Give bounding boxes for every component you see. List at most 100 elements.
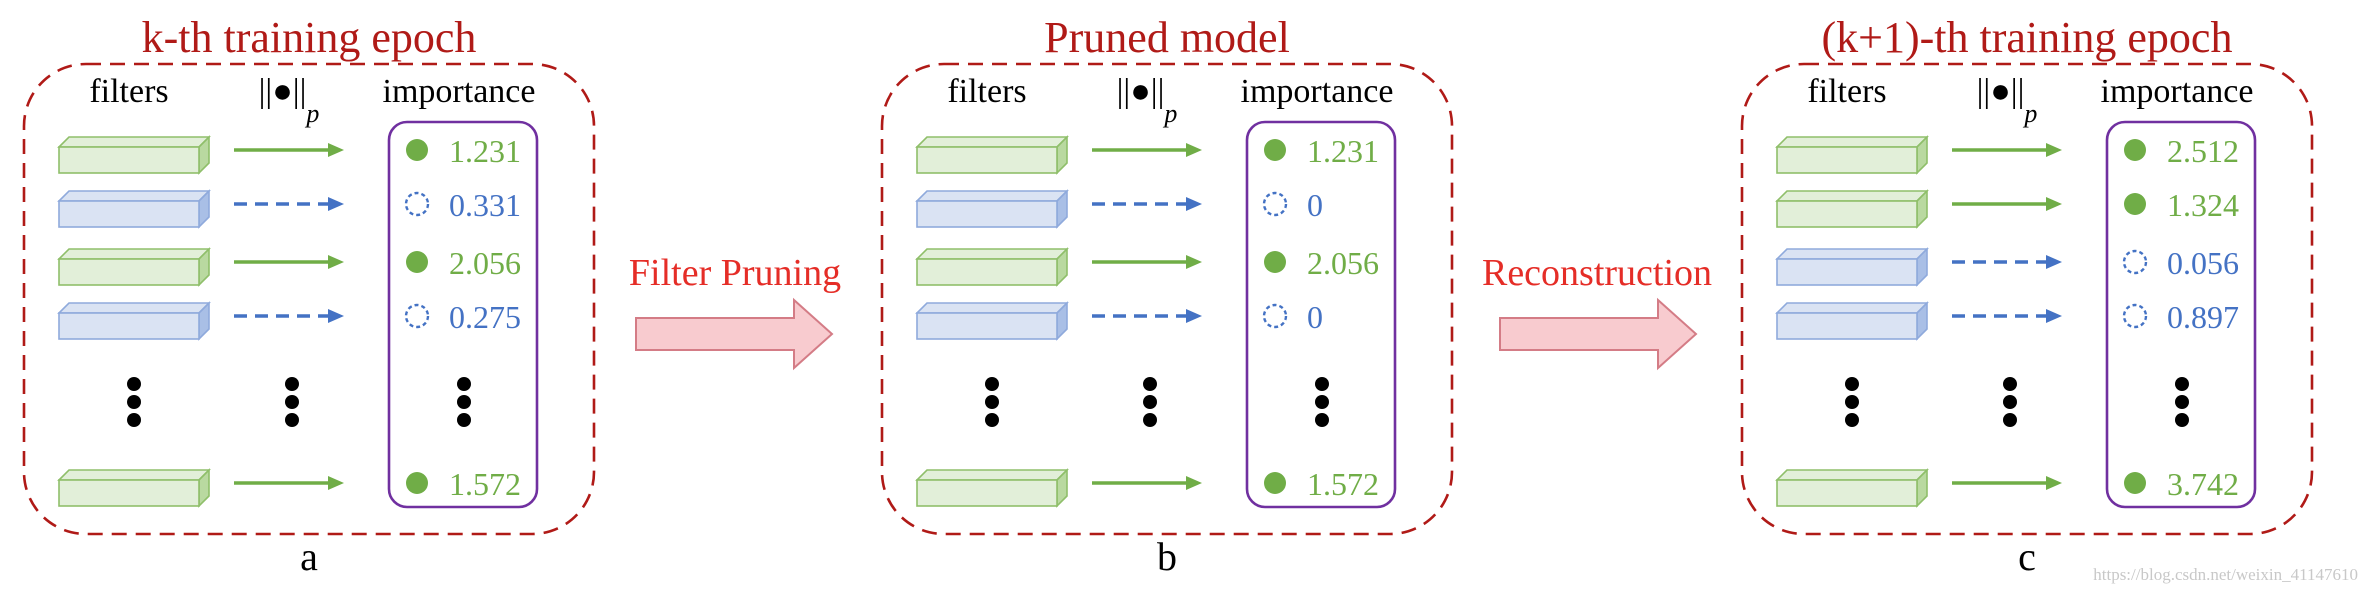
dot [2003,395,2017,409]
dot [1143,377,1157,391]
panel-sublabel: c [2018,534,2036,579]
dot [985,395,999,409]
panel-title-bg [132,6,486,60]
importance-value: 2.512 [2167,133,2239,169]
filter-top [1775,469,1929,481]
arrow-head [1186,309,1202,323]
filter-top [915,136,1069,148]
panel-title: Pruned model [1044,13,1290,62]
panel-outline [22,62,596,536]
kept-marker [406,139,428,161]
filter-row: 2.056 [915,245,1379,287]
filter-top [57,469,211,481]
watermark-text: https://blog.csdn.net/weixin_41147610 [2093,565,2358,584]
dot [2003,413,2017,427]
panel-outline [1740,62,2314,536]
header-importance: importance [383,73,536,110]
header-norm: ||●||p [1117,73,1178,128]
importance-value: 1.572 [1307,466,1379,502]
kept-marker [1264,139,1286,161]
arrow-head [1186,143,1202,157]
kept-marker [406,251,428,273]
ellipsis-dots [457,377,471,427]
arrow-head [328,476,344,490]
arrow-head [1186,255,1202,269]
filter-front [58,312,200,340]
ellipsis-dots [985,377,999,427]
panel-title: (k+1)-th training epoch [1822,13,2233,62]
filter-row: 3.742 [1775,466,2239,508]
header-importance: importance [2101,73,2254,110]
dot [1315,413,1329,427]
panel-title: k-th training epoch [142,13,477,62]
filter-row: 2.512 [1775,133,2239,175]
arrow-head [2046,309,2062,323]
pruned-marker [1262,303,1288,329]
filter-front [58,258,200,286]
pruned-marker [404,303,430,329]
dot [2175,413,2189,427]
filter-row: 0.275 [57,299,521,341]
filter-top [57,190,211,202]
header-filters: filters [89,73,168,110]
filter-front [58,479,200,507]
importance-value: 1.324 [2167,187,2239,223]
kept-marker [1264,251,1286,273]
pruned-marker [1262,191,1288,217]
header-filters: filters [947,73,1026,110]
dot [457,413,471,427]
filter-front [916,146,1058,174]
dot [2175,395,2189,409]
filter-front [1776,312,1918,340]
filter-front [1776,479,1918,507]
arrow-head [2046,476,2062,490]
importance-box [387,120,539,509]
filter-top [1775,136,1929,148]
arrow-head [2046,143,2062,157]
filter-front [916,200,1058,228]
filter-row: 1.572 [915,466,1379,508]
transition-label: Reconstruction [1482,252,1712,294]
filter-top [1775,190,1929,202]
panel-a: k-th training epochafilters||●||pimporta… [22,6,596,579]
kept-marker [1264,472,1286,494]
importance-value: 1.231 [1307,133,1379,169]
filter-row: 1.324 [1775,187,2239,229]
dot [457,377,471,391]
importance-value: 2.056 [449,245,521,281]
dot [127,413,141,427]
filter-row: 2.056 [57,245,521,287]
dot [1143,413,1157,427]
pruned-marker [2122,303,2148,329]
dot [985,377,999,391]
dot [1315,377,1329,391]
ellipsis-dots [1845,377,1859,427]
filter-top [57,136,211,148]
dot [2003,377,2017,391]
importance-value: 0 [1307,187,1323,223]
kept-marker [2124,472,2146,494]
arrow-head [328,143,344,157]
panel-b: Pruned modelbfilters||●||pimportance1.23… [880,6,1454,579]
filter-top [915,469,1069,481]
importance-value: 0.056 [2167,245,2239,281]
filter-row: 0 [915,187,1323,229]
ellipsis-dots [2175,377,2189,427]
arrow-head [328,197,344,211]
importance-value: 0.275 [449,299,521,335]
transition-1: Filter Pruning [629,252,841,371]
panel-sublabel: a [300,534,318,579]
dot [457,395,471,409]
panel-title-bg [1815,6,2239,60]
filter-top [57,302,211,314]
importance-box [2105,120,2257,509]
kept-marker [406,472,428,494]
panel-c: (k+1)-th training epochcfilters||●||pimp… [1740,6,2314,579]
panel-title-bg [1052,6,1282,60]
importance-box [1245,120,1397,509]
importance-value: 3.742 [2167,466,2239,502]
panel-sublabel: b [1157,534,1177,579]
filter-front [58,200,200,228]
dot [1315,395,1329,409]
